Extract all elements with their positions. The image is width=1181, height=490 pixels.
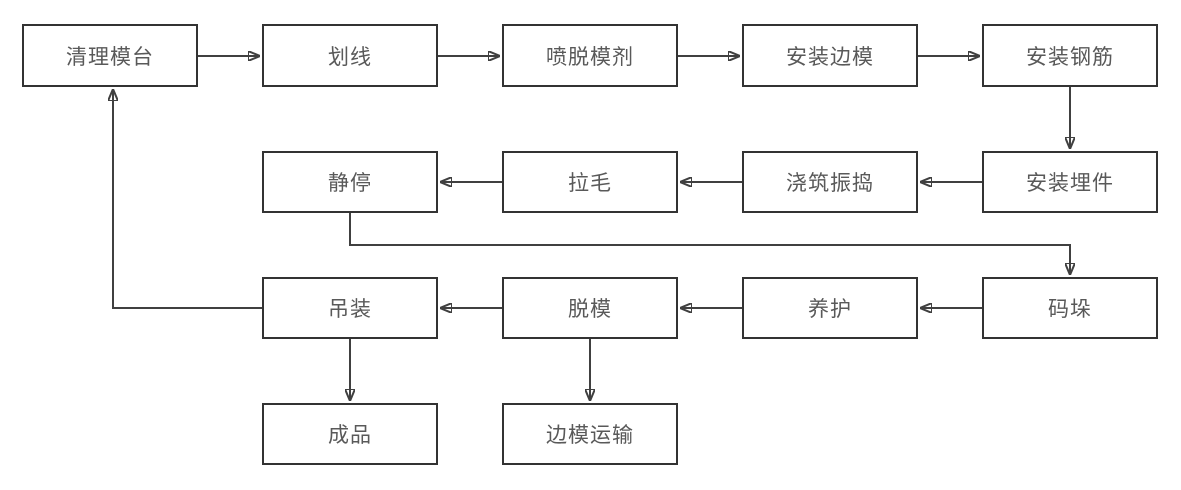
node-spray-release-agent: 喷脱模剂 bbox=[502, 24, 678, 87]
node-static-curing: 静停 bbox=[262, 151, 438, 213]
node-side-mold-transport: 边模运输 bbox=[502, 403, 678, 465]
node-clean-mold-table: 清理模台 bbox=[22, 24, 198, 87]
node-demolding: 脱模 bbox=[502, 277, 678, 339]
edge-hoisting-to-clean-mold-table bbox=[113, 90, 262, 309]
node-curing: 养护 bbox=[742, 277, 918, 339]
node-install-side-mold: 安装边模 bbox=[742, 24, 918, 87]
node-roughening: 拉毛 bbox=[502, 151, 678, 213]
node-hoisting: 吊装 bbox=[262, 277, 438, 339]
node-pour-vibrate: 浇筑振捣 bbox=[742, 151, 918, 213]
node-finished-product: 成品 bbox=[262, 403, 438, 465]
edge-static-curing-to-stacking bbox=[349, 213, 1070, 274]
node-stacking: 码垛 bbox=[982, 277, 1158, 339]
node-install-rebar: 安装钢筋 bbox=[982, 24, 1158, 87]
node-marking: 划线 bbox=[262, 24, 438, 87]
node-install-embedded-parts: 安装埋件 bbox=[982, 151, 1158, 213]
